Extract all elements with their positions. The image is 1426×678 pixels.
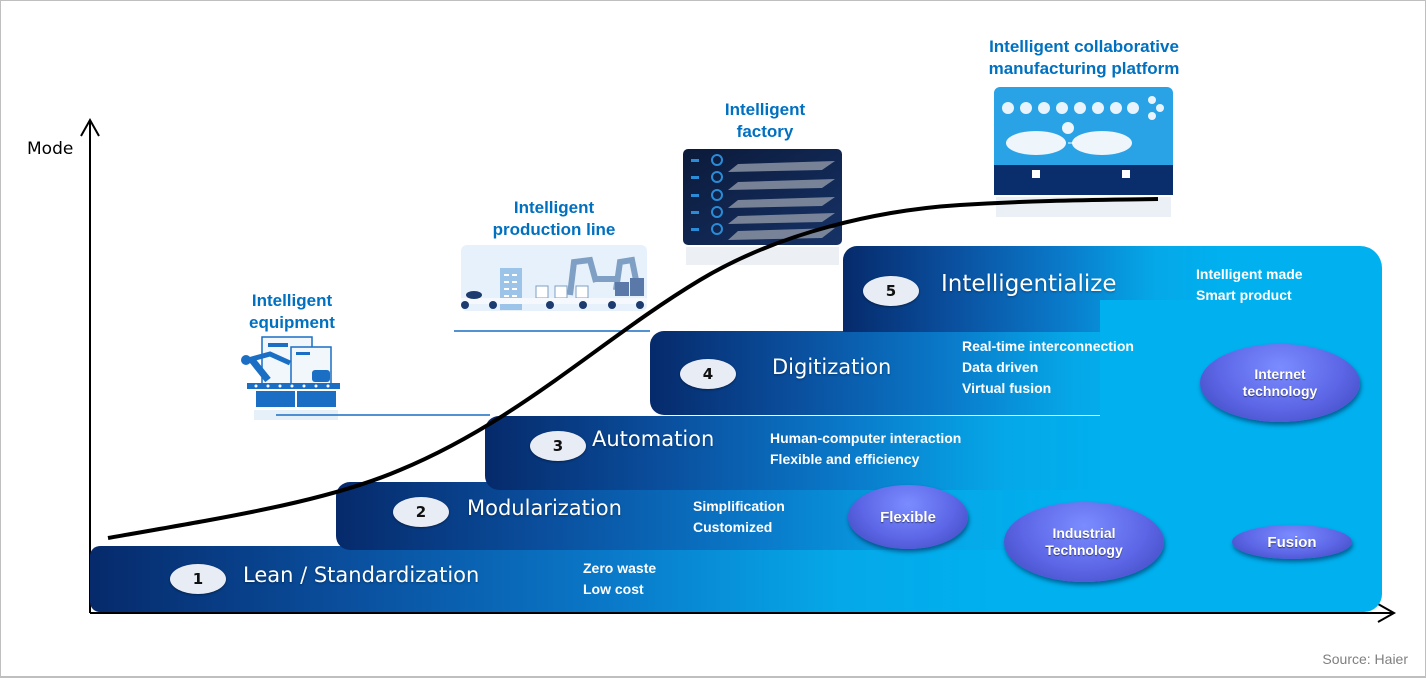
stage-description-2: Simplification Customized bbox=[693, 496, 785, 538]
y-axis-arrow bbox=[80, 117, 100, 137]
ellipse-internet-technology: Internet technology bbox=[1200, 344, 1360, 422]
milestone-caption-production-line: Intelligent production line bbox=[470, 197, 638, 241]
description-line: Flexible and efficiency bbox=[770, 451, 920, 467]
stage-title-4: Digitization bbox=[772, 355, 892, 379]
stage-title-3: Automation bbox=[592, 427, 715, 451]
source-note: Source: Haier bbox=[1322, 651, 1408, 667]
stage-description-4: Real-time interconnection Data driven Vi… bbox=[962, 336, 1134, 399]
stage-badge-2: 2 bbox=[393, 497, 449, 527]
caption-line: Intelligent bbox=[513, 198, 595, 217]
description-line: Virtual fusion bbox=[962, 380, 1052, 396]
caption-line: factory bbox=[736, 122, 794, 141]
ellipse-label: Technology bbox=[1045, 542, 1123, 558]
description-line: Smart product bbox=[1196, 287, 1292, 303]
stage-description-3: Human-computer interaction Flexible and … bbox=[770, 428, 961, 470]
ellipse-label: Industrial bbox=[1052, 525, 1116, 541]
description-line: Customized bbox=[693, 519, 773, 535]
description-line: Human-computer interaction bbox=[770, 430, 962, 446]
caption-line: equipment bbox=[249, 313, 335, 332]
caption-line: Intelligent bbox=[251, 291, 333, 310]
x-axis-arrow bbox=[1377, 603, 1397, 623]
ellipse-fusion: Fusion bbox=[1232, 525, 1352, 559]
stage-badge-4: 4 bbox=[680, 359, 736, 389]
description-line: Low cost bbox=[583, 581, 644, 597]
stage-title-5: Intelligentialize bbox=[941, 271, 1117, 297]
description-line: Simplification bbox=[693, 498, 785, 514]
description-line: Intelligent made bbox=[1196, 266, 1303, 282]
y-axis-label: Mode bbox=[27, 139, 74, 159]
stage-description-5: Intelligent made Smart product bbox=[1196, 264, 1303, 306]
description-line: Zero waste bbox=[583, 560, 657, 576]
ellipse-label: Flexible bbox=[880, 508, 936, 526]
caption-line: production line bbox=[492, 220, 616, 239]
description-line: Real-time interconnection bbox=[962, 338, 1134, 354]
ellipse-label: technology bbox=[1242, 383, 1318, 399]
caption-line: Intelligent collaborative bbox=[989, 37, 1179, 56]
stage-title-2: Modularization bbox=[467, 496, 622, 520]
caption-line: Intelligent bbox=[724, 100, 806, 119]
ellipse-label: Internet bbox=[1254, 366, 1306, 382]
stage-badge-1: 1 bbox=[170, 564, 226, 594]
milestone-caption-equipment: Intelligent equipment bbox=[222, 290, 362, 334]
stage-badge-3: 3 bbox=[530, 431, 586, 461]
ellipse-label: Fusion bbox=[1267, 533, 1317, 551]
ellipse-flexible: Flexible bbox=[848, 485, 968, 549]
stage-badge-5: 5 bbox=[863, 276, 919, 306]
milestone-caption-factory: Intelligent factory bbox=[690, 99, 840, 143]
milestone-caption-platform: Intelligent collaborative manufacturing … bbox=[955, 36, 1213, 80]
description-line: Data driven bbox=[962, 359, 1039, 375]
stage-title-1: Lean / Standardization bbox=[243, 563, 480, 587]
stage-description-1: Zero waste Low cost bbox=[583, 558, 656, 600]
caption-line: manufacturing platform bbox=[988, 59, 1180, 78]
ellipse-industrial-technology: Industrial Technology bbox=[1004, 502, 1164, 582]
